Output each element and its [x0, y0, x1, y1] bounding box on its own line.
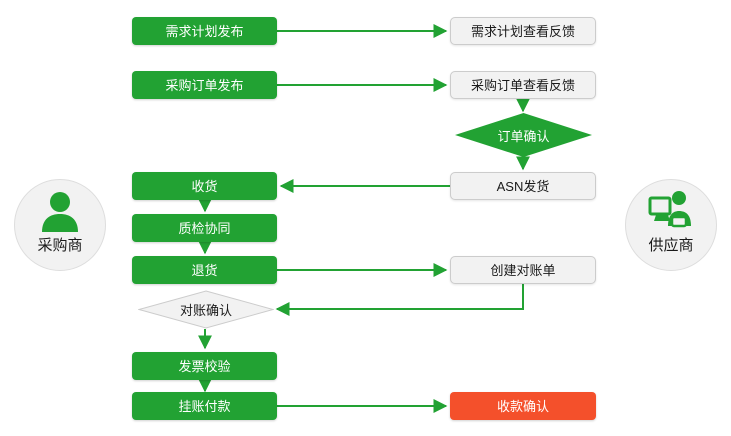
- diamond-shape-green: [455, 113, 592, 157]
- node-payment-posting[interactable]: 挂账付款: [132, 392, 277, 420]
- node-receive-goods[interactable]: 收货: [132, 172, 277, 200]
- node-reconciliation-confirm-label: 对账确认: [179, 303, 232, 318]
- actor-buyer[interactable]: 采购商: [14, 179, 106, 271]
- node-reconciliation-confirm[interactable]: 对账确认: [138, 290, 274, 329]
- node-invoice-verification[interactable]: 发票校验: [132, 352, 277, 380]
- node-demand-plan-review[interactable]: 需求计划查看反馈: [450, 17, 596, 45]
- actor-buyer-label: 采购商: [37, 237, 83, 254]
- edge-n10-n11: [275, 284, 524, 316]
- node-asn-shipment[interactable]: ASN发货: [450, 172, 596, 200]
- node-order-confirm[interactable]: 订单确认: [455, 113, 592, 157]
- person-computer-icon: [648, 191, 691, 228]
- node-payment-receipt-confirm[interactable]: 收款确认: [450, 392, 596, 420]
- diamond-shape-gray: [138, 290, 274, 329]
- node-create-statement[interactable]: 创建对账单: [450, 256, 596, 284]
- actor-supplier[interactable]: 供应商: [625, 179, 717, 271]
- node-order-confirm-label: 订单确认: [497, 128, 550, 144]
- node-return-goods[interactable]: 退货: [132, 256, 277, 284]
- node-quality-inspection[interactable]: 质检协同: [132, 214, 277, 242]
- node-demand-plan-publish[interactable]: 需求计划发布: [132, 17, 277, 45]
- person-icon: [42, 192, 78, 232]
- node-purchase-order-publish[interactable]: 采购订单发布: [132, 71, 277, 99]
- actor-supplier-label: 供应商: [648, 237, 694, 254]
- node-purchase-order-review[interactable]: 采购订单查看反馈: [450, 71, 596, 99]
